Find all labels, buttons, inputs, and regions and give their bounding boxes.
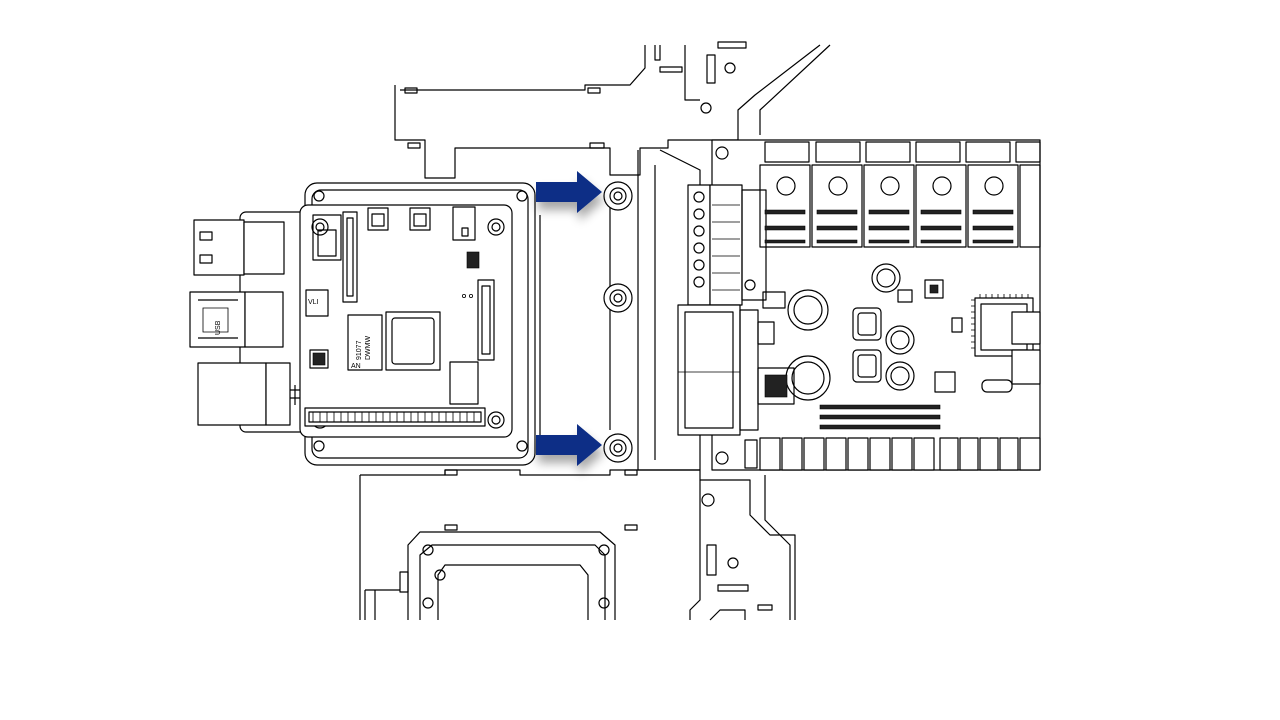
- ethernet-port: [197, 362, 300, 426]
- standoff-middle: [603, 283, 633, 313]
- stepper-driver-slots: [759, 141, 1041, 248]
- processor-chip: [385, 311, 441, 371]
- gpio-header: [304, 407, 486, 427]
- usb-port-stack: USB: [189, 219, 285, 348]
- controller-mainboard: [677, 139, 1041, 471]
- bottom-connector-row: [744, 437, 1041, 471]
- chip-label-c: DWMW: [365, 336, 372, 360]
- arrow-to-lower-standoff: [536, 424, 602, 466]
- chip-label-a: VLI: [308, 299, 319, 306]
- standoff-lower: [603, 433, 633, 463]
- capacitors: [785, 263, 915, 401]
- power-connector: [677, 304, 759, 436]
- chip-label-b: 91077: [356, 340, 363, 360]
- single-board-computer: USB 91077 DWMW AN VLI: [189, 204, 513, 438]
- arrow-to-upper-standoff: [536, 171, 602, 213]
- chip-label-d: AN: [351, 363, 361, 370]
- standoff-upper: [603, 181, 633, 211]
- svg-text:USB: USB: [215, 320, 222, 335]
